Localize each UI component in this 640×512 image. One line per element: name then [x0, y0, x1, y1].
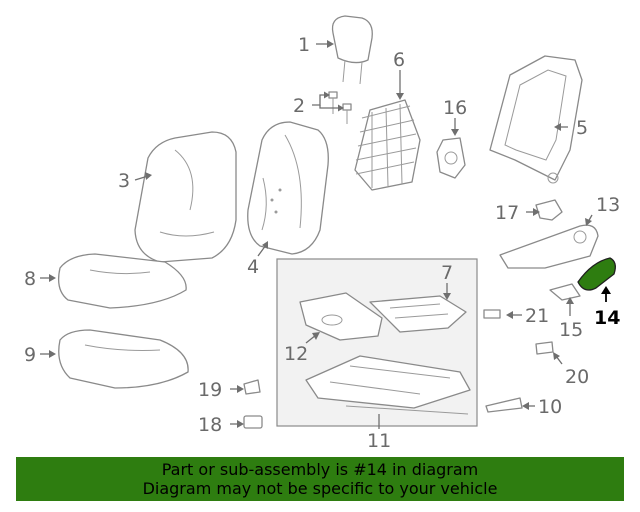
callout-10: 10 — [538, 396, 562, 418]
part-9-cushion-pad — [58, 329, 189, 389]
callout-16: 16 — [443, 97, 467, 119]
part-6-spring-mat — [354, 99, 421, 191]
part-21-clip — [483, 309, 501, 319]
part-7-spring — [369, 295, 467, 333]
callout-19: 19 — [198, 379, 222, 401]
part-12-frame-cover — [299, 292, 383, 341]
banner-line-1: Part or sub-assembly is #14 in diagram — [161, 460, 479, 479]
callout-12: 12 — [284, 343, 308, 365]
part-20-clip — [535, 341, 554, 355]
part-19-clip — [243, 379, 261, 395]
part-11-seat-frame — [305, 355, 471, 415]
part-1-headrest — [331, 15, 373, 85]
callout-21: 21 — [525, 305, 549, 327]
part-18-clip — [243, 415, 263, 429]
part-3-seatback-cover — [134, 131, 237, 263]
callout-3: 3 — [118, 170, 130, 192]
callout-14: 14 — [594, 307, 620, 329]
part-8-cushion-cover — [57, 253, 187, 309]
callout-5: 5 — [576, 117, 588, 139]
part-5-seatback-frame — [489, 55, 583, 184]
part-15-lever — [549, 283, 581, 301]
part-10-cover — [485, 397, 523, 413]
part-13-side-shield — [499, 224, 599, 269]
callout-7: 7 — [441, 262, 453, 284]
leader-lines — [40, 40, 611, 429]
callout-2: 2 — [293, 95, 305, 117]
callout-1: 1 — [298, 34, 310, 56]
callout-13: 13 — [596, 194, 620, 216]
callout-17: 17 — [495, 202, 519, 224]
info-banner: Part or sub-assembly is #14 in diagram D… — [16, 457, 624, 501]
banner-line-2: Diagram may not be specific to your vehi… — [142, 479, 498, 498]
callout-20: 20 — [565, 366, 589, 388]
part-2-headrest-guides — [328, 91, 352, 124]
callout-9: 9 — [24, 344, 36, 366]
part-4-seatback-pad — [247, 121, 329, 255]
part-17-bracket — [535, 199, 563, 221]
callout-15: 15 — [559, 319, 583, 341]
part-14-knob — [577, 257, 616, 291]
callout-6: 6 — [393, 49, 405, 71]
part-16-bracket — [436, 137, 466, 179]
callout-8: 8 — [24, 268, 36, 290]
callout-11: 11 — [367, 430, 391, 452]
callout-18: 18 — [198, 414, 222, 436]
callout-4: 4 — [247, 256, 259, 278]
parts-diagram: 1 2 3 4 5 6 7 8 9 10 11 12 13 14 15 16 1… — [24, 15, 620, 452]
